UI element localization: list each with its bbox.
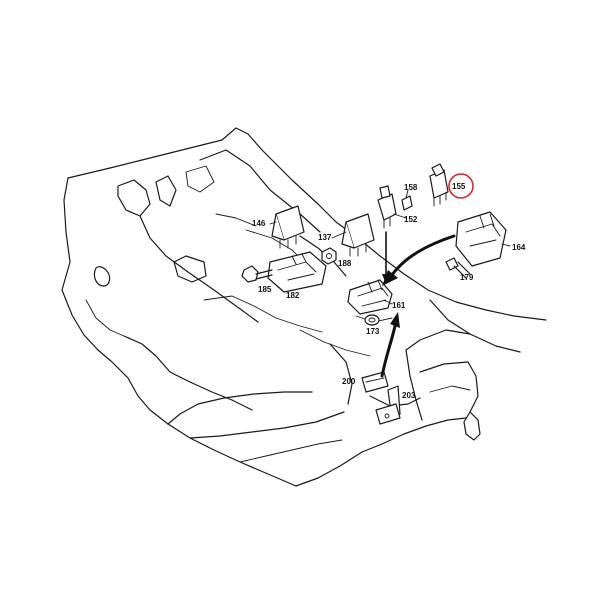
part-155-relay[interactable] <box>429 163 449 207</box>
vehicle-body-outline <box>61 127 547 487</box>
callout-200: 200 <box>342 377 356 386</box>
highlight-circle-155 <box>448 173 474 199</box>
arrow-164-to-161 <box>388 234 456 280</box>
callout-161: 161 <box>392 301 406 310</box>
part-161-relay-base[interactable] <box>347 279 393 315</box>
arrow-200-to-173-head <box>390 312 400 328</box>
callout-158: 158 <box>404 183 418 192</box>
part-173-grommet[interactable] <box>364 314 380 326</box>
arrow-152-to-161-head <box>382 274 390 284</box>
callout-185: 185 <box>258 285 272 294</box>
part-188-nut[interactable] <box>321 247 337 265</box>
callout-labels: 146 137 188 185 182 158 152 155 164 179 … <box>252 182 526 400</box>
callout-188: 188 <box>338 259 352 268</box>
part-152-relay[interactable] <box>377 185 397 229</box>
callout-137: 137 <box>318 233 332 242</box>
part-137-relay[interactable] <box>341 213 375 257</box>
callout-182: 182 <box>286 291 300 300</box>
part-203-bracket[interactable] <box>375 385 401 425</box>
part-164-bracket[interactable] <box>455 211 507 267</box>
callout-146: 146 <box>252 219 266 228</box>
arrow-200-to-173 <box>380 320 398 378</box>
part-182-carrier[interactable] <box>267 251 327 293</box>
part-179-screw[interactable] <box>445 257 471 279</box>
leader-lines <box>269 189 511 305</box>
part-146-relay[interactable] <box>271 205 305 249</box>
part-185-bolt[interactable] <box>241 265 273 283</box>
callout-152: 152 <box>404 215 418 224</box>
part-200-connector[interactable] <box>361 371 389 393</box>
callout-179: 179 <box>460 273 474 282</box>
callout-164: 164 <box>512 243 526 252</box>
callout-155: 155 <box>452 182 466 191</box>
assembly-arrows <box>380 231 456 378</box>
part-158-fuse[interactable] <box>401 195 413 211</box>
callout-203: 203 <box>402 391 416 400</box>
callout-173: 173 <box>366 327 380 336</box>
